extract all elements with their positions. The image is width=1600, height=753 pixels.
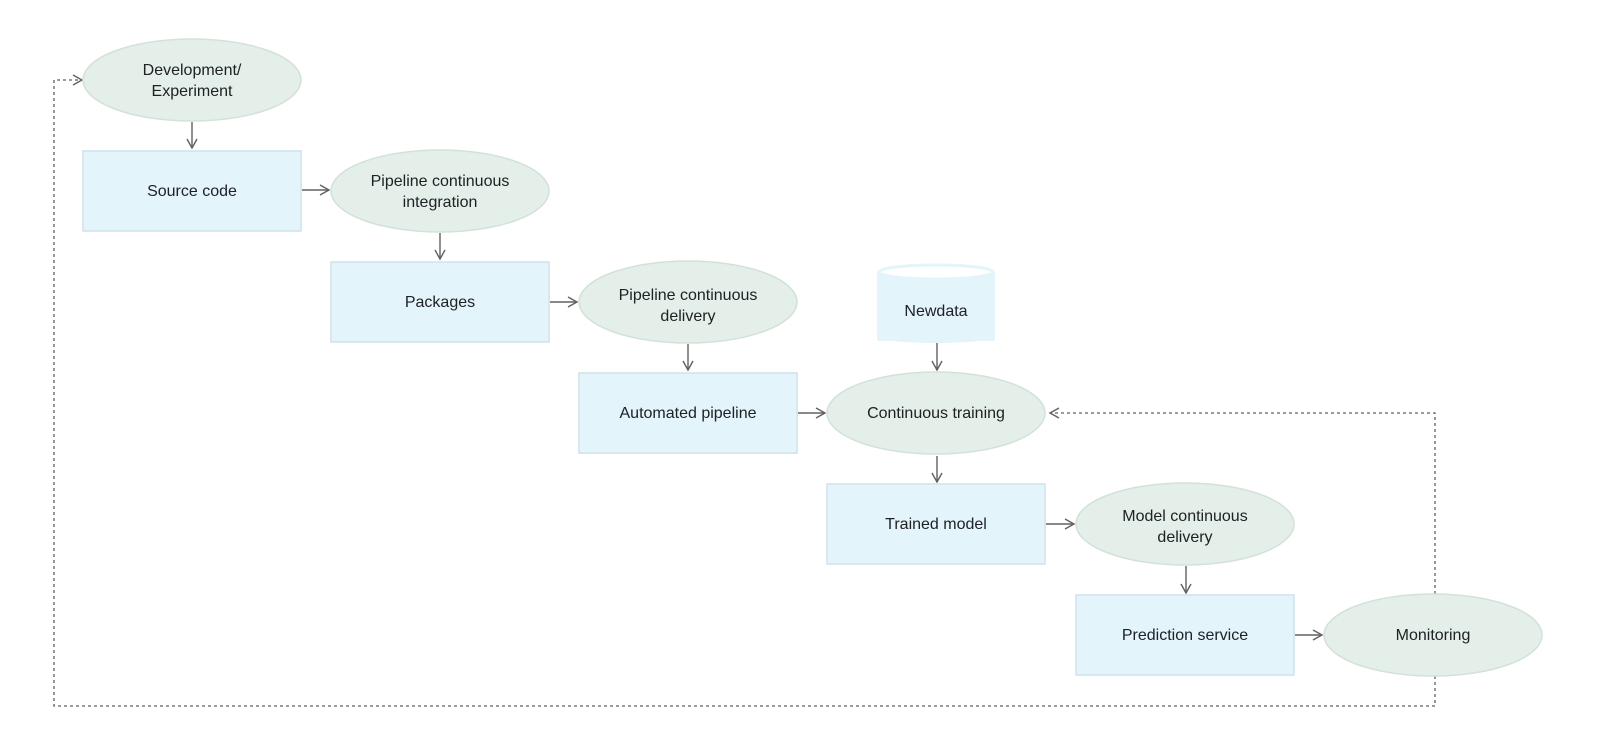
node-label-line: Model continuous — [1122, 508, 1247, 525]
node-label-line: Source code — [147, 183, 237, 200]
node-label-line: Continuous training — [867, 405, 1005, 422]
node-label-line: delivery — [660, 308, 715, 325]
node-pipeline-continuous-integration: Pipeline continuous integration — [330, 149, 550, 233]
node-label-line: Development/ — [143, 62, 242, 79]
node-source-code: Source code — [82, 150, 302, 232]
node-label-line: Newdata — [904, 303, 967, 320]
node-label-line: Trained model — [885, 516, 987, 533]
node-monitoring: Monitoring — [1323, 593, 1543, 677]
node-label-line: delivery — [1157, 529, 1212, 546]
node-label-line: Pipeline continuous — [619, 287, 758, 304]
node-trained-model: Trained model — [826, 483, 1046, 565]
node-development-experiment: Development/ Experiment — [82, 38, 302, 122]
node-label-line: Experiment — [152, 83, 233, 100]
node-label-line: Packages — [405, 294, 475, 311]
node-continuous-training: Continuous training — [826, 371, 1046, 455]
node-label-line: Prediction service — [1122, 627, 1248, 644]
node-prediction-service: Prediction service — [1075, 594, 1295, 676]
node-label-line: Monitoring — [1396, 627, 1471, 644]
node-pipeline-continuous-delivery: Pipeline continuous delivery — [578, 260, 798, 344]
node-automated-pipeline: Automated pipeline — [578, 372, 798, 454]
node-label-line: Pipeline continuous — [371, 173, 510, 190]
node-packages: Packages — [330, 261, 550, 343]
edges — [53, 74, 1436, 707]
node-new-data: Newdata — [877, 263, 995, 343]
node-model-continuous-delivery: Model continuous delivery — [1075, 482, 1295, 566]
node-label-line: integration — [403, 194, 478, 211]
edge-monitoring-to-training — [1048, 407, 1436, 594]
node-label-line: Automated pipeline — [620, 405, 757, 422]
edge-monitoring-to-dev — [53, 74, 1436, 707]
